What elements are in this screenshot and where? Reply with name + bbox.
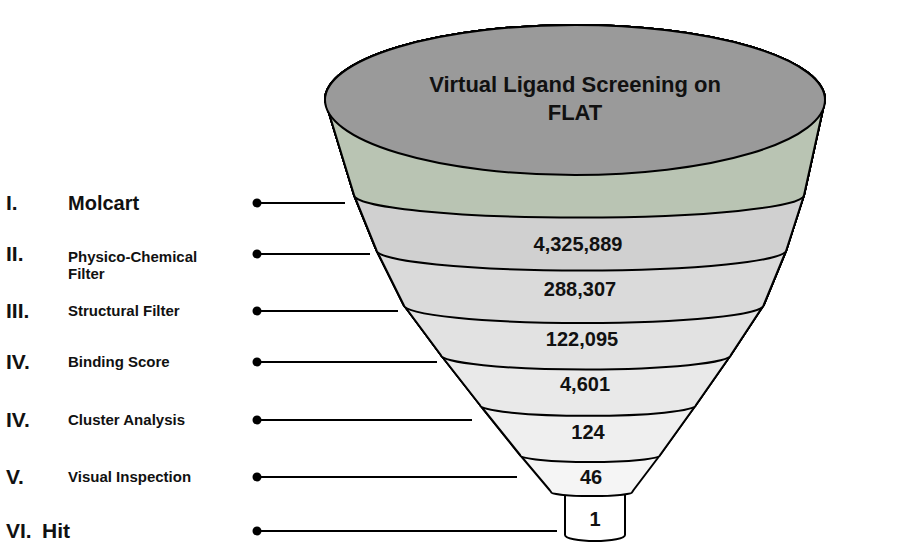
step-name: Visual Inspection (68, 469, 191, 486)
count-band: 122,095 (542, 325, 622, 354)
hit-cylinder: 1 (585, 505, 604, 534)
funnel-band (325, 25, 825, 217)
funnel-band (325, 25, 825, 416)
funnel-band (325, 25, 825, 271)
count-band: 124 (567, 418, 608, 447)
count-band: 4,325,889 (530, 230, 627, 259)
step-name: Cluster Analysis (68, 412, 185, 429)
step-number: IV. (6, 408, 30, 431)
step-name: Binding Score (68, 354, 170, 371)
diagram-title: Virtual Ligand Screening on FLAT (429, 71, 721, 126)
step-number: IV. (6, 350, 30, 373)
step-number: III. (6, 299, 29, 322)
funnel-band (325, 25, 825, 369)
step-name: Structural Filter (68, 303, 180, 320)
step-number: VI. (6, 519, 32, 542)
count-value: 124 (571, 420, 604, 445)
step-number: I. (6, 191, 18, 214)
count-value: 46 (580, 465, 602, 490)
count-band: 288,307 (540, 275, 620, 304)
funnel-band (325, 25, 825, 496)
funnel-top (325, 25, 825, 175)
count-value: 4,601 (560, 372, 610, 397)
step-name: Hit (42, 519, 70, 542)
count-value: 122,095 (546, 327, 618, 352)
step-number: II. (6, 242, 24, 265)
funnel-band (325, 25, 825, 462)
hit-cylinder (565, 492, 625, 541)
funnel-band (325, 25, 825, 323)
title-ellipse: Virtual Ligand Screening on FLAT (425, 69, 725, 128)
step-name: Physico-Chemical Filter (68, 249, 218, 282)
count-band: 46 (576, 463, 606, 492)
count-band: 4,601 (556, 370, 614, 399)
count-value: 1 (589, 507, 600, 532)
step-number: V. (6, 465, 24, 488)
count-value: 288,307 (544, 277, 616, 302)
count-value: 4,325,889 (534, 232, 623, 257)
step-name: Molcart (68, 192, 139, 214)
